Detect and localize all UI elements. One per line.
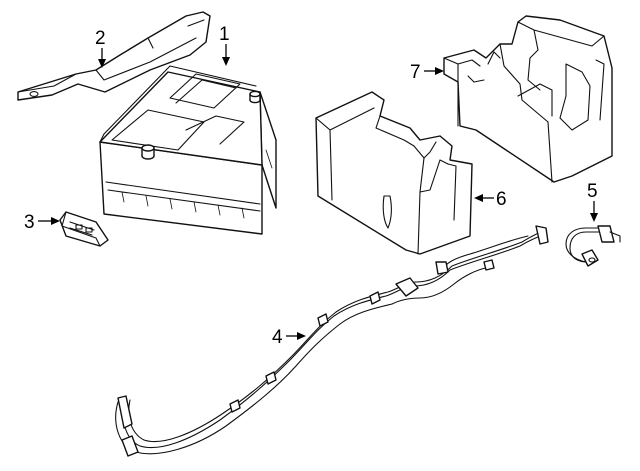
- callout-label-3: 3: [24, 212, 35, 233]
- callout-label-5: 5: [587, 181, 598, 202]
- part-hold-down-bracket: [17, 11, 211, 101]
- arrow-4: [297, 332, 306, 340]
- part-battery-tray: [443, 15, 613, 183]
- part-battery: [99, 65, 277, 235]
- callout-3: 3: [24, 212, 60, 233]
- part-cable-terminal: [565, 225, 621, 267]
- part-cable-harness: [115, 225, 549, 457]
- callout-label-6: 6: [496, 189, 507, 210]
- arrow-7: [435, 67, 444, 75]
- callout-label-1: 1: [219, 24, 230, 45]
- arrow-3: [51, 217, 60, 225]
- part-clip: [59, 211, 109, 247]
- part-battery-cover: [315, 91, 473, 255]
- callout-2: 2: [95, 28, 106, 68]
- callout-label-2: 2: [95, 28, 106, 49]
- callout-label-7: 7: [410, 62, 421, 83]
- callout-4: 4: [272, 327, 306, 348]
- callout-1: 1: [219, 24, 230, 66]
- callout-6: 6: [474, 189, 507, 210]
- callout-label-4: 4: [272, 327, 283, 348]
- callout-5: 5: [587, 181, 598, 222]
- arrow-6: [474, 194, 483, 202]
- arrow-1: [222, 57, 230, 66]
- callout-7: 7: [410, 62, 444, 83]
- arrow-5: [590, 213, 598, 222]
- arrow-2: [98, 59, 106, 68]
